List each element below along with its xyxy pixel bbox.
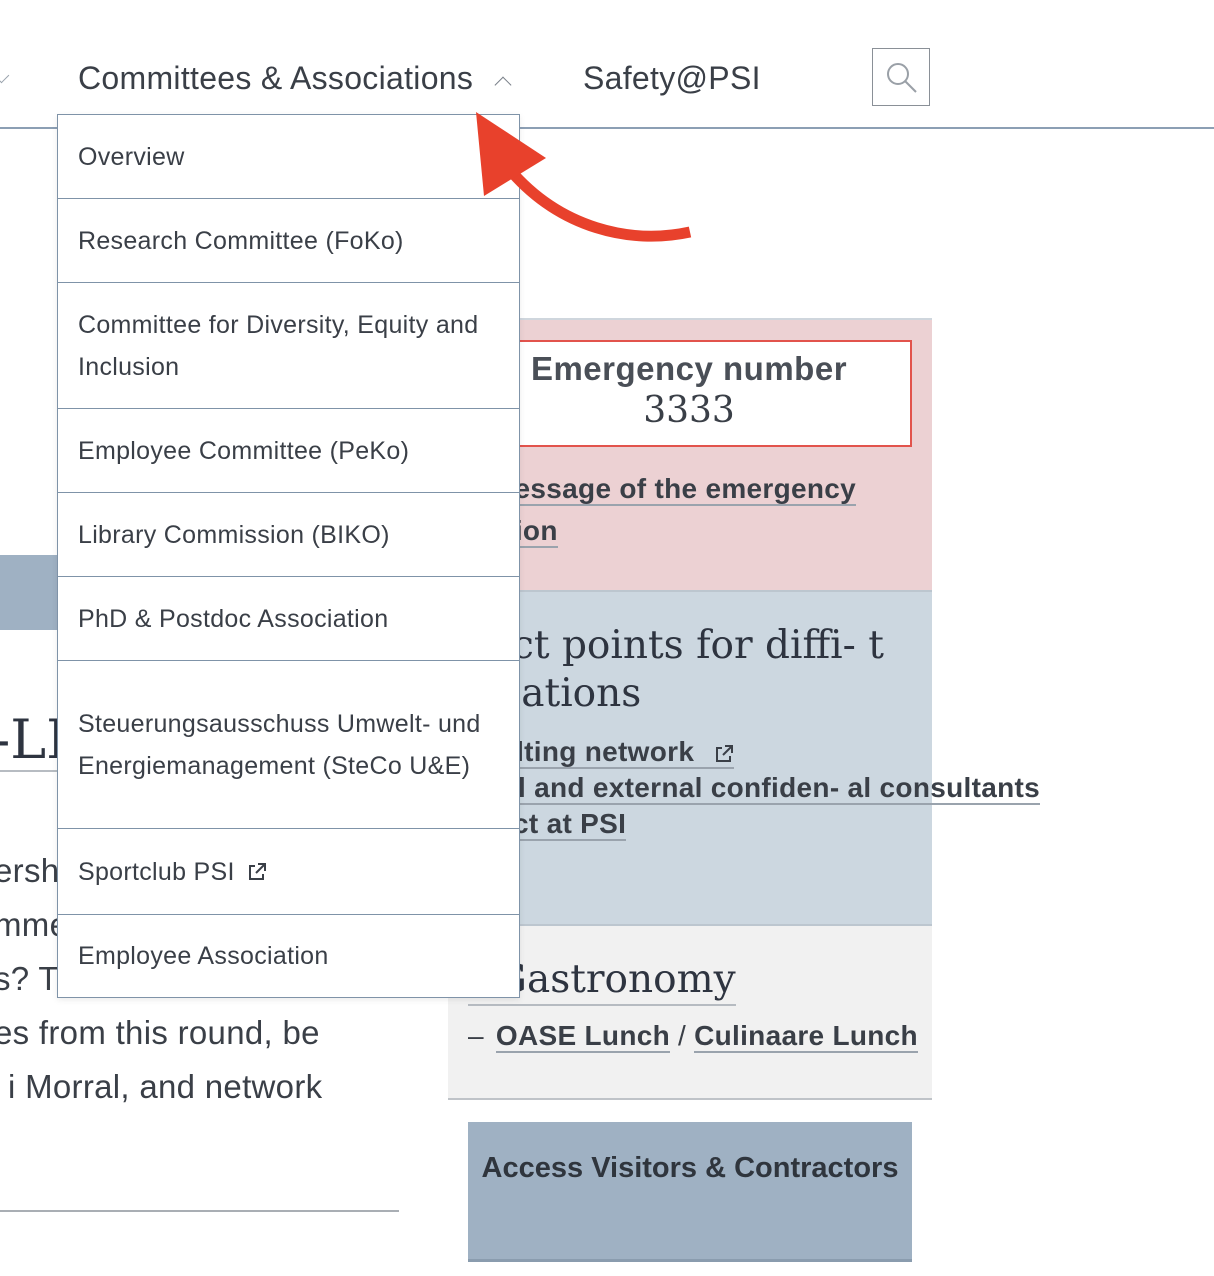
menu-item-steco[interactable]: Steuerungsausschuss Umwelt- und Energiem…	[58, 661, 519, 829]
nav-committees-associations[interactable]: Committees & Associations	[78, 60, 474, 96]
menu-item-employee-association[interactable]: Employee Association	[78, 942, 329, 970]
annotation-arrow-icon	[476, 112, 692, 242]
search-icon	[887, 63, 917, 93]
separator: /	[678, 1020, 687, 1051]
nav-divider	[0, 127, 1214, 129]
emergency-number: 3333	[643, 390, 735, 431]
menu-item-research-committee[interactable]: Research Committee (FoKo)	[58, 199, 519, 283]
committees-dropdown-menu: Overview Research Committee (FoKo) Commi…	[57, 114, 520, 998]
heading-underline	[0, 770, 60, 772]
culinaare-lunch-link[interactable]: Culinaare Lunch	[694, 1020, 918, 1053]
oase-lunch-link[interactable]: OASE Lunch	[495, 1020, 670, 1053]
chevron-up-icon[interactable]	[494, 76, 512, 94]
emergency-number-box: Emergency number 3333	[466, 340, 912, 447]
gastronomy-panel	[448, 926, 932, 1100]
menu-item-employee-committee[interactable]: Employee Committee (PeKo)	[58, 409, 519, 493]
top-navigation: Committees & Associations Safety@PSI	[0, 0, 1214, 130]
chevron-down-icon[interactable]	[0, 67, 10, 84]
menu-item-sportclub[interactable]: Sportclub PSI	[58, 829, 519, 915]
article-text-line: mme	[0, 906, 60, 943]
article-text-line: i Morral, and network	[8, 1068, 323, 1105]
gastronomy-links: –OASE Lunch /Culinaare Lunch	[468, 1020, 918, 1053]
confidential-consultants-link[interactable]: ternal and external confiden- al consult…	[448, 772, 1040, 805]
menu-item-diversity-committee[interactable]: Committee for Diversity, Equity and Incl…	[58, 283, 519, 409]
article-text-line: s? Th	[0, 960, 60, 997]
menu-item-label: Sportclub PSI	[78, 857, 235, 886]
nav-safety[interactable]: Safety@PSI	[583, 60, 761, 96]
menu-item-overview[interactable]: Overview	[58, 115, 519, 199]
article-heading[interactable]: -LI	[0, 708, 60, 771]
contact-panel	[448, 590, 932, 926]
left-banner	[0, 555, 60, 630]
menu-item-phd-postdoc[interactable]: PhD & Postdoc Association	[58, 577, 519, 661]
menu-item-library-commission[interactable]: Library Commission (BIKO)	[58, 493, 519, 577]
emergency-title: Emergency number	[530, 350, 848, 387]
search-button[interactable]	[872, 48, 930, 106]
external-link-icon	[716, 744, 734, 762]
article-text-line: es from this round, be	[0, 1014, 320, 1051]
access-visitors-button[interactable]: Access Visitors & Contractors	[468, 1122, 912, 1262]
list-dash: –	[468, 1020, 484, 1051]
divider	[0, 1210, 399, 1212]
article-text-line: ersh	[0, 852, 60, 889]
external-link-icon	[248, 862, 266, 880]
